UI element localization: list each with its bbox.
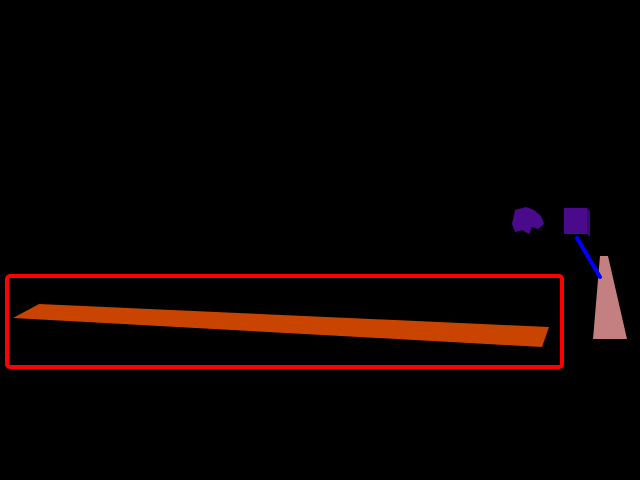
purple-blob[interactable]: [512, 207, 544, 234]
purple-cube[interactable]: [564, 208, 587, 234]
purple-cube-edge: [587, 208, 590, 237]
ramp-plank[interactable]: [13, 304, 549, 347]
pointer-line: [575, 236, 602, 279]
selection-box[interactable]: [5, 274, 564, 369]
